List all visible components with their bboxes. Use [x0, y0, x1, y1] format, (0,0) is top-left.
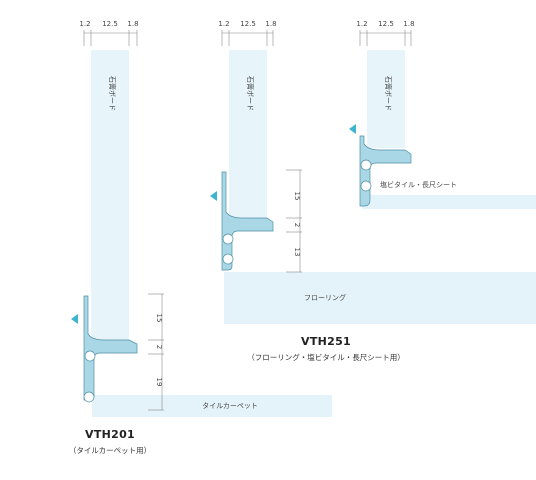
- subtitle-vth201: （タイルカーペット用）: [68, 446, 152, 455]
- unit-vth201: 1.2 12.5 1.8 石膏ボード タイルカーペット 1: [71, 20, 332, 417]
- gypsum-board-vth201: [91, 50, 129, 342]
- arrow-marker-vth251: [210, 191, 217, 201]
- width-label-right-vth201: 1.8: [127, 20, 138, 28]
- arrow-marker-vth201: [71, 314, 78, 324]
- arrow-marker-third: [349, 124, 356, 134]
- floor-band-vth201: [92, 395, 332, 417]
- width-dimension-vth251: [221, 30, 274, 46]
- edge-profile-third: [359, 135, 412, 207]
- width-label-right-vth251: 1.8: [265, 20, 276, 28]
- groove-hole-vth201-lower: [83, 391, 95, 403]
- height-dimension-vth201: [148, 293, 164, 411]
- board-label-vth201: 石膏ボード: [108, 76, 117, 111]
- subtitle-vth251: （フローリング・塩ビタイル・長尺シート用）: [247, 353, 405, 362]
- floor-label-third: 塩ビタイル・長尺シート: [380, 180, 457, 189]
- groove-hole-vth251-lower: [222, 253, 234, 265]
- board-label-vth251: 石膏ボード: [246, 76, 255, 111]
- width-label-middle-third: 12.5: [378, 20, 394, 28]
- height-label-vth201-top: 15: [155, 314, 163, 323]
- width-dimension-third: [359, 30, 412, 46]
- gypsum-board-third: [367, 50, 405, 148]
- board-label-third: 石膏ボード: [384, 76, 393, 111]
- unit-third: 1.2 12.5 1.8 石膏ボード 塩ビタイル・長尺シート: [349, 20, 536, 209]
- edge-profile-vth251: [221, 171, 274, 271]
- width-label-middle-vth201: 12.5: [102, 20, 118, 28]
- groove-hole-vth251-upper: [222, 233, 234, 245]
- width-label-left-vth201: 1.2: [79, 20, 90, 28]
- unit-vth251: 1.2 12.5 1.8 石膏ボード フローリング 15 2 13: [210, 20, 536, 324]
- floor-band-vth251: [224, 272, 536, 324]
- width-label-left-third: 1.2: [356, 20, 367, 28]
- floor-band-third: [362, 195, 536, 209]
- height-label-vth251-mid: 2: [293, 223, 301, 227]
- height-label-vth201-bottom: 19: [155, 378, 163, 387]
- width-dimension-vth201: [83, 30, 138, 46]
- model-label-vth201: VTH201: [85, 428, 135, 441]
- groove-hole-third-lower: [360, 180, 372, 192]
- height-label-vth251-bottom: 13: [293, 248, 301, 257]
- model-label-vth251: VTH251: [301, 335, 351, 348]
- floor-label-vth201: タイルカーペット: [202, 401, 258, 410]
- floor-label-vth251: フローリング: [304, 293, 346, 302]
- groove-hole-third-upper: [360, 159, 372, 171]
- height-dimension-vth251: [286, 169, 302, 273]
- width-label-middle-vth251: 12.5: [240, 20, 256, 28]
- width-label-left-vth251: 1.2: [218, 20, 229, 28]
- height-label-vth251-top: 15: [293, 192, 301, 201]
- height-label-vth201-mid: 2: [155, 345, 163, 349]
- width-label-right-third: 1.8: [403, 20, 414, 28]
- gypsum-board-vth251: [229, 50, 267, 220]
- groove-hole-vth201-upper: [84, 350, 96, 362]
